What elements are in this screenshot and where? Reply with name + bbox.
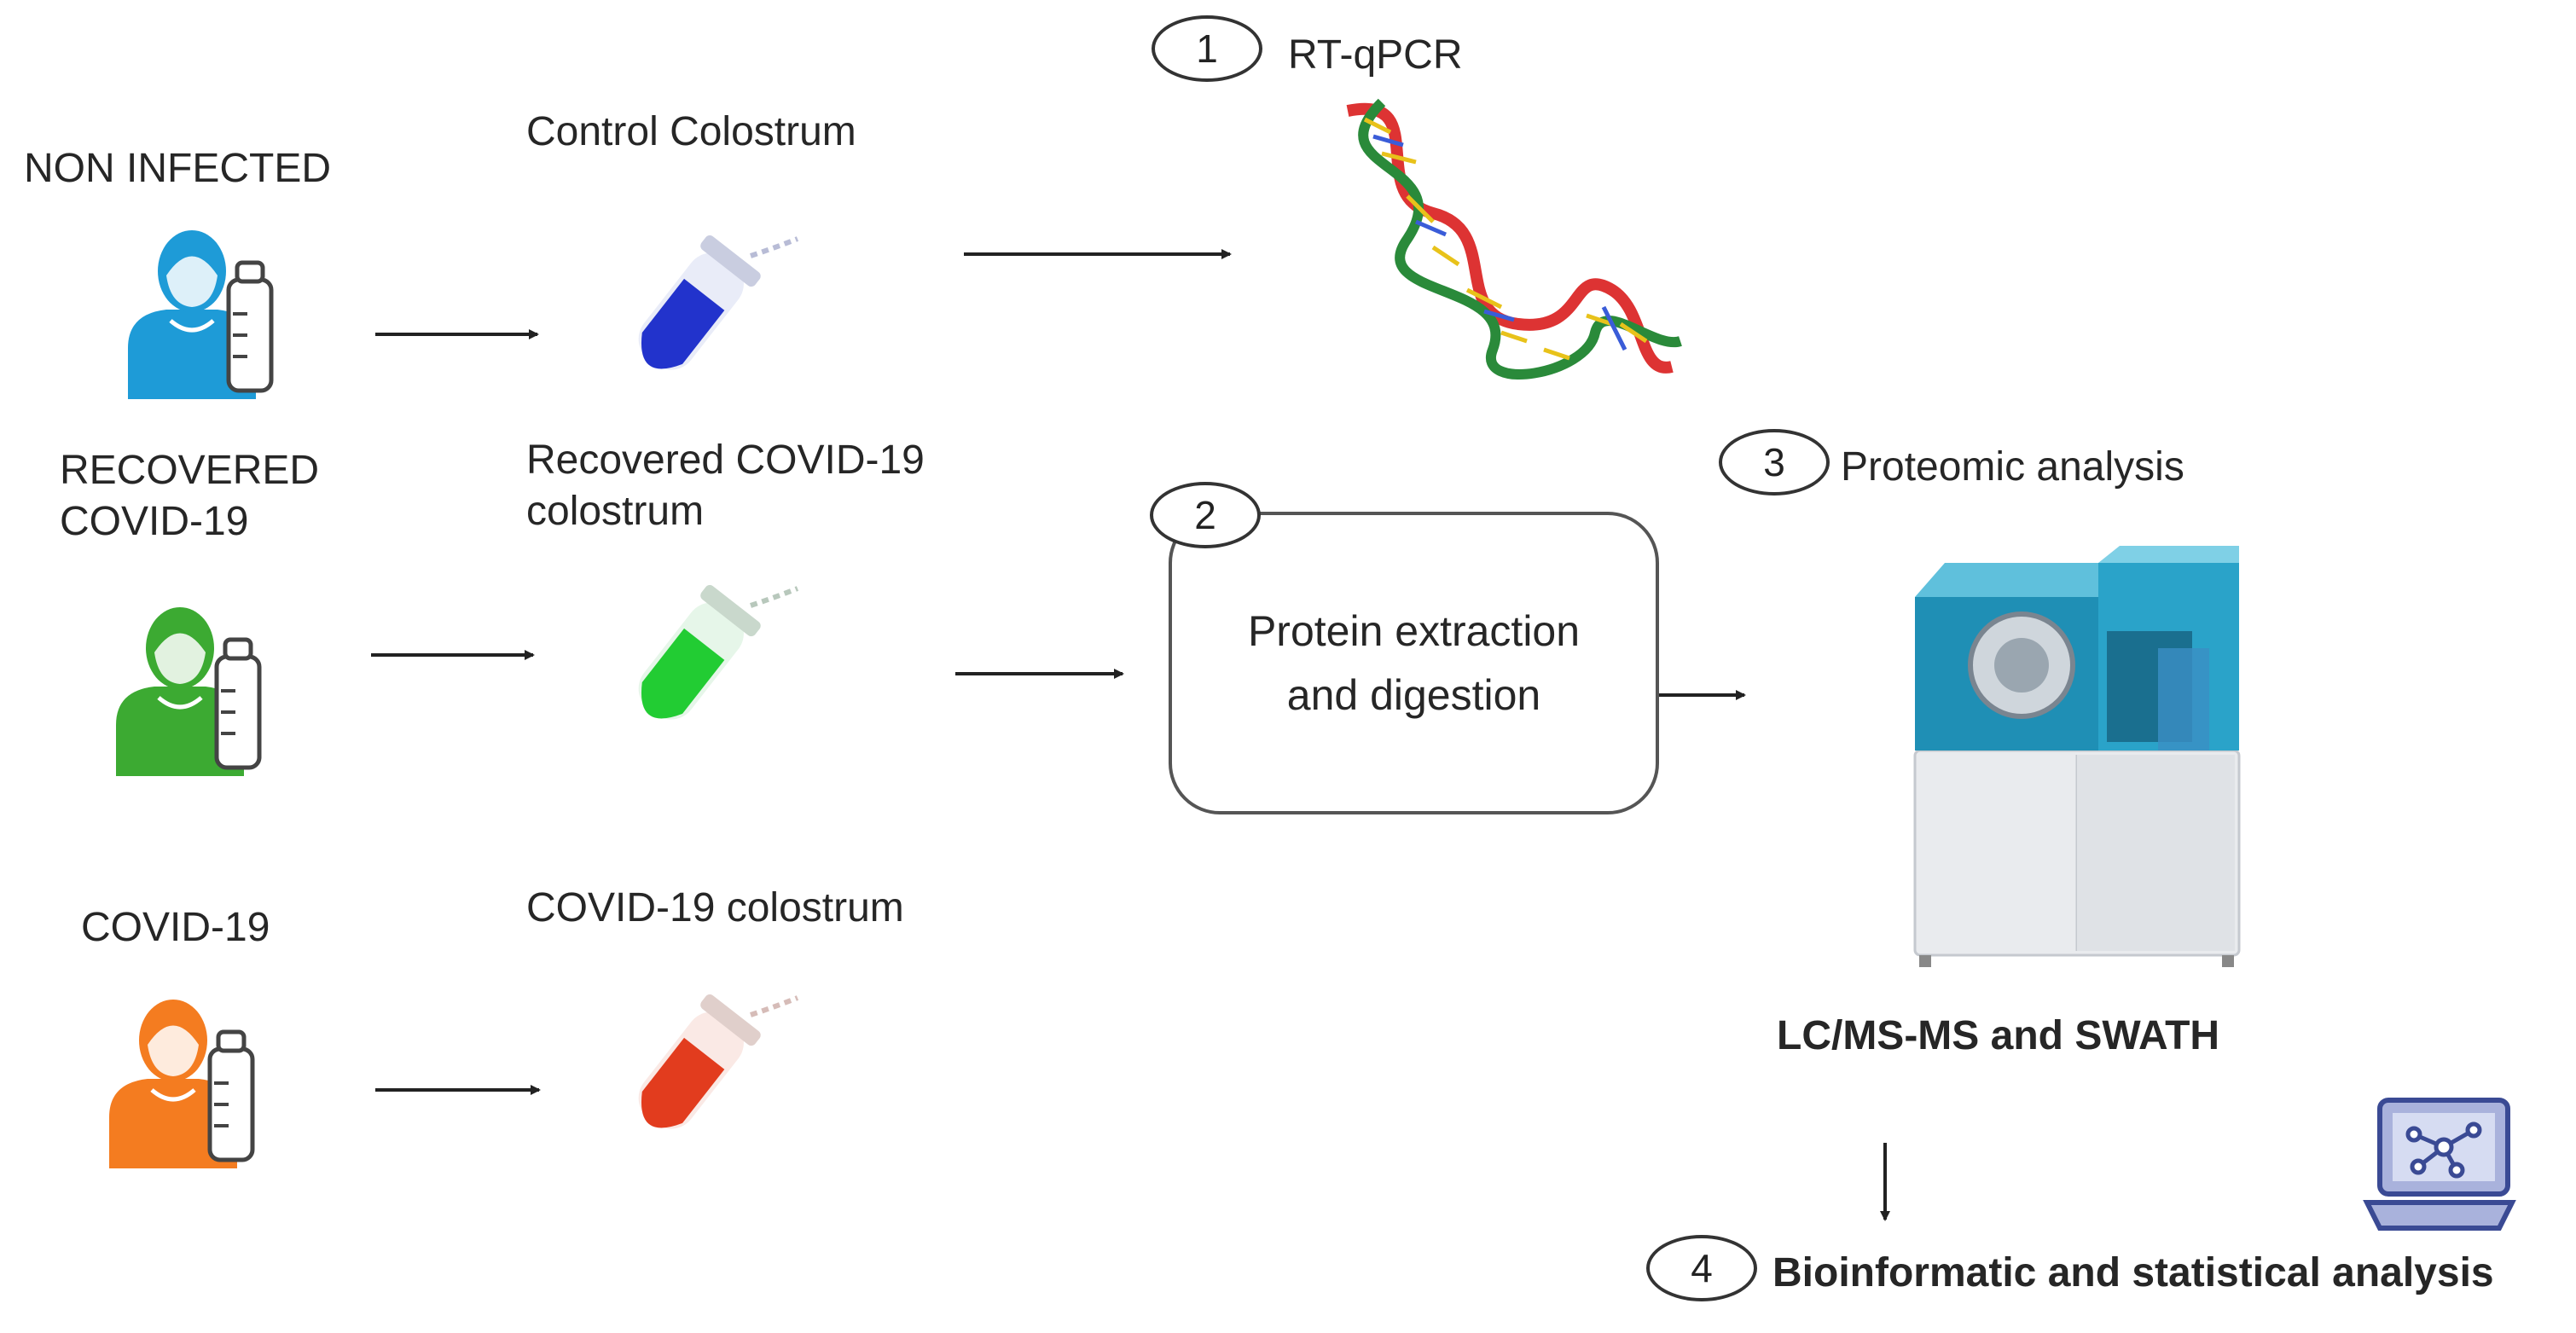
step-label-rt-qpcr: RT-qPCR: [1288, 32, 1463, 78]
sample-label-recovered: Recovered COVID-19 colostrum: [526, 438, 925, 534]
woman-with-bottle-icon: [119, 220, 290, 399]
woman-with-bottle-icon: [101, 989, 271, 1168]
step-label-protein-extraction: Protein extraction and digestion: [1247, 606, 1581, 719]
step-label-bioinformatics: Bioinformatic and statistical analysis: [1772, 1250, 2494, 1295]
instrument-caption: LC/MS-MS and SWATH: [1777, 1013, 2220, 1058]
group-label-covid: COVID-19: [81, 905, 270, 950]
step-number-2: 2: [1150, 482, 1261, 548]
step-number-4: 4: [1646, 1235, 1757, 1301]
test-tube-icon: [567, 230, 806, 418]
computer-network-icon: [2363, 1092, 2516, 1237]
test-tube-icon: [567, 989, 806, 1177]
test-tube-icon: [567, 580, 806, 768]
protein-extraction-box: Protein extraction and digestion: [1169, 512, 1659, 814]
step-label-proteomic-analysis: Proteomic analysis: [1841, 444, 2184, 490]
mass-spectrometer-icon: [1894, 529, 2260, 972]
woman-with-bottle-icon: [107, 597, 278, 776]
step-number-1: 1: [1152, 15, 1262, 82]
sample-label-covid: COVID-19 colostrum: [526, 885, 904, 930]
sample-label-control: Control Colostrum: [526, 109, 856, 154]
dna-helix-icon: [1331, 94, 1689, 418]
group-label-recovered: RECOVERED COVID-19: [60, 448, 320, 544]
step-number-3: 3: [1719, 429, 1830, 496]
group-label-non-infected: NON INFECTED: [24, 146, 331, 191]
